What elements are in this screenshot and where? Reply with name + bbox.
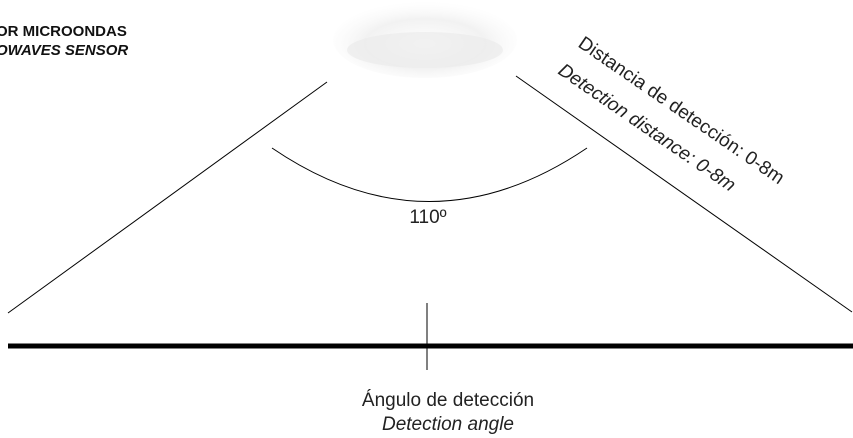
header-title-es: OR MICROONDAS [0,23,127,40]
product-header: OR MICROONDAS OWAVES SENSOR [0,22,128,60]
cone-right-line [515,75,853,313]
header-title-en: OWAVES SENSOR [0,42,129,59]
sensor-lamp-shadow [347,32,503,68]
angle-caption-es: Ángulo de detección [362,390,534,411]
angle-value: 110º [409,207,446,228]
angle-arc [271,147,588,202]
angle-caption-en: Detection angle [382,414,514,435]
cone-left-line [7,81,328,314]
